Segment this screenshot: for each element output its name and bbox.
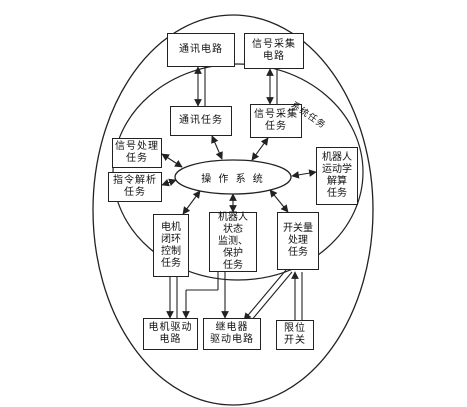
box-comm-circuit: 通讯电路 xyxy=(167,33,235,67)
arrow-motorloop-drive xyxy=(166,277,178,319)
arrow-os-kin xyxy=(291,169,317,179)
box-comm-task: 通讯任务 xyxy=(170,106,232,136)
arrow-sigproc-os xyxy=(161,153,183,168)
arrow-comm xyxy=(194,66,206,107)
box-signal-collect-circuit: 信号采集 电路 xyxy=(244,33,304,69)
box-signal-process-task: 信号处理 任务 xyxy=(112,138,162,168)
arrow-commtask-os xyxy=(211,135,223,160)
arrow-cmd-os xyxy=(161,178,177,187)
box-motor-drive-circuit: 电机驱动 电路 xyxy=(143,318,198,350)
box-switch-process-task: 开关量 处理 任务 xyxy=(277,212,319,270)
arrow-signal xyxy=(266,68,278,105)
arrow-os-switch xyxy=(269,189,289,213)
box-command-parse-task: 指令解析 任务 xyxy=(108,172,162,202)
box-robot-kinematics-task: 机器人 运动学 解算 任务 xyxy=(316,147,358,205)
arrow-switch-relay xyxy=(243,269,293,323)
arrow-limit-switch xyxy=(291,271,303,320)
os-label: 操 作 系 统 xyxy=(201,173,265,185)
box-robot-monitor-task: 机器人 状态 监测、 保护 任务 xyxy=(209,212,257,272)
box-signal-collect-task: 信号采集 任务 xyxy=(250,104,302,138)
box-relay-drive-circuit: 继电器 驱动电路 xyxy=(203,318,261,350)
arrow-monitor-drive xyxy=(182,272,229,319)
arrow-sigtask-os xyxy=(251,137,269,161)
box-limit-switch: 限位 开关 xyxy=(276,320,314,350)
box-motor-loop-task: 电机 闭环 控制 任务 xyxy=(153,214,189,277)
arrow-os-motor xyxy=(182,190,201,215)
outer-ellipse xyxy=(92,14,374,406)
